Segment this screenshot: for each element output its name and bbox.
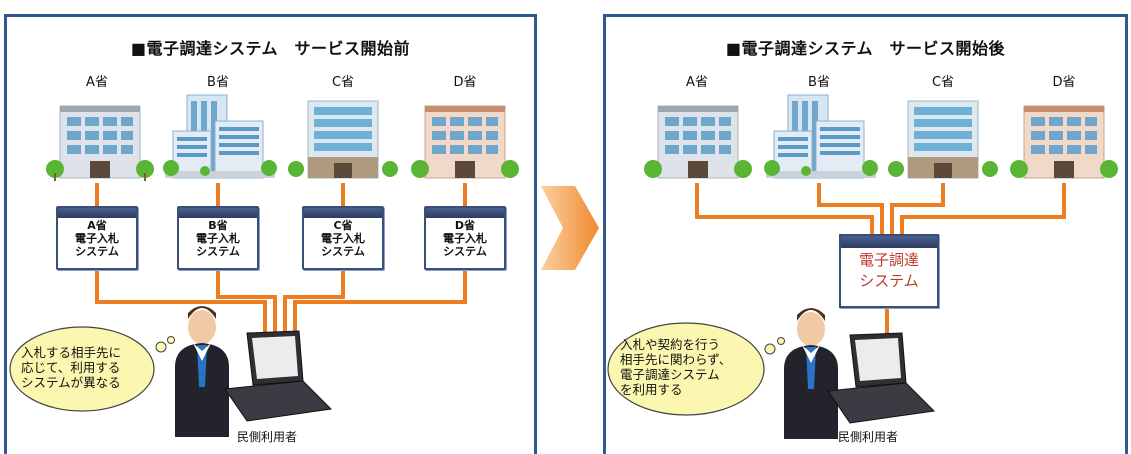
user-label-after: 民側利用者 xyxy=(837,430,898,444)
businessman-icon xyxy=(784,308,838,439)
building-d-icon xyxy=(1010,105,1118,179)
building-c-icon xyxy=(288,100,398,179)
user-before-illustration xyxy=(9,306,333,437)
system-window-c: C省電子入札システム xyxy=(302,206,384,270)
before-panel: ■電子調達システム サービス開始前 xyxy=(4,14,537,454)
building-c-icon xyxy=(888,100,998,179)
ministry-label-c: C省 xyxy=(931,75,955,90)
laptop-icon xyxy=(224,330,333,422)
before-connectors xyxy=(95,183,467,334)
laptop-icon xyxy=(827,332,936,424)
building-b-icon xyxy=(764,94,878,179)
ministry-label-d: D省 xyxy=(1052,75,1076,90)
system-window-d: D省電子入札システム xyxy=(424,206,506,270)
bubble-text-before: 入札する相手先に応じて、利用するシステムが異なる xyxy=(21,345,122,390)
user-label-before: 民側利用者 xyxy=(236,430,297,444)
ministry-label-b: B省 xyxy=(808,75,830,90)
after-connectors xyxy=(695,183,1066,335)
before-title: ■電子調達システム サービス開始前 xyxy=(130,39,411,58)
user-after-illustration xyxy=(607,308,936,439)
bubble-text-after: 入札や契約を行う相手先に関わらず、電子調達システムを利用する xyxy=(620,337,732,397)
ministry-label-b: B省 xyxy=(207,75,229,90)
after-title: ■電子調達システム サービス開始後 xyxy=(725,39,1006,58)
building-a-icon xyxy=(46,105,154,181)
after-panel: ■電子調達システム サービス開始後 xyxy=(603,14,1128,454)
transition-arrow xyxy=(541,186,599,270)
ministry-label-d: D省 xyxy=(453,75,477,90)
ministry-label-c: C省 xyxy=(331,75,355,90)
system-window-a: A省電子入札システム xyxy=(56,206,138,270)
ministry-label-a: A省 xyxy=(686,75,708,90)
thought-bubble-after xyxy=(607,322,785,416)
businessman-icon xyxy=(175,306,229,437)
central-system-window: 電子調達システム xyxy=(839,234,939,308)
system-window-b: B省電子入札システム xyxy=(177,206,259,270)
building-d-icon xyxy=(411,105,519,179)
building-a-icon xyxy=(644,105,752,179)
ministry-label-a: A省 xyxy=(86,75,108,90)
thought-bubble-before xyxy=(9,326,175,412)
building-b-icon xyxy=(163,94,277,179)
